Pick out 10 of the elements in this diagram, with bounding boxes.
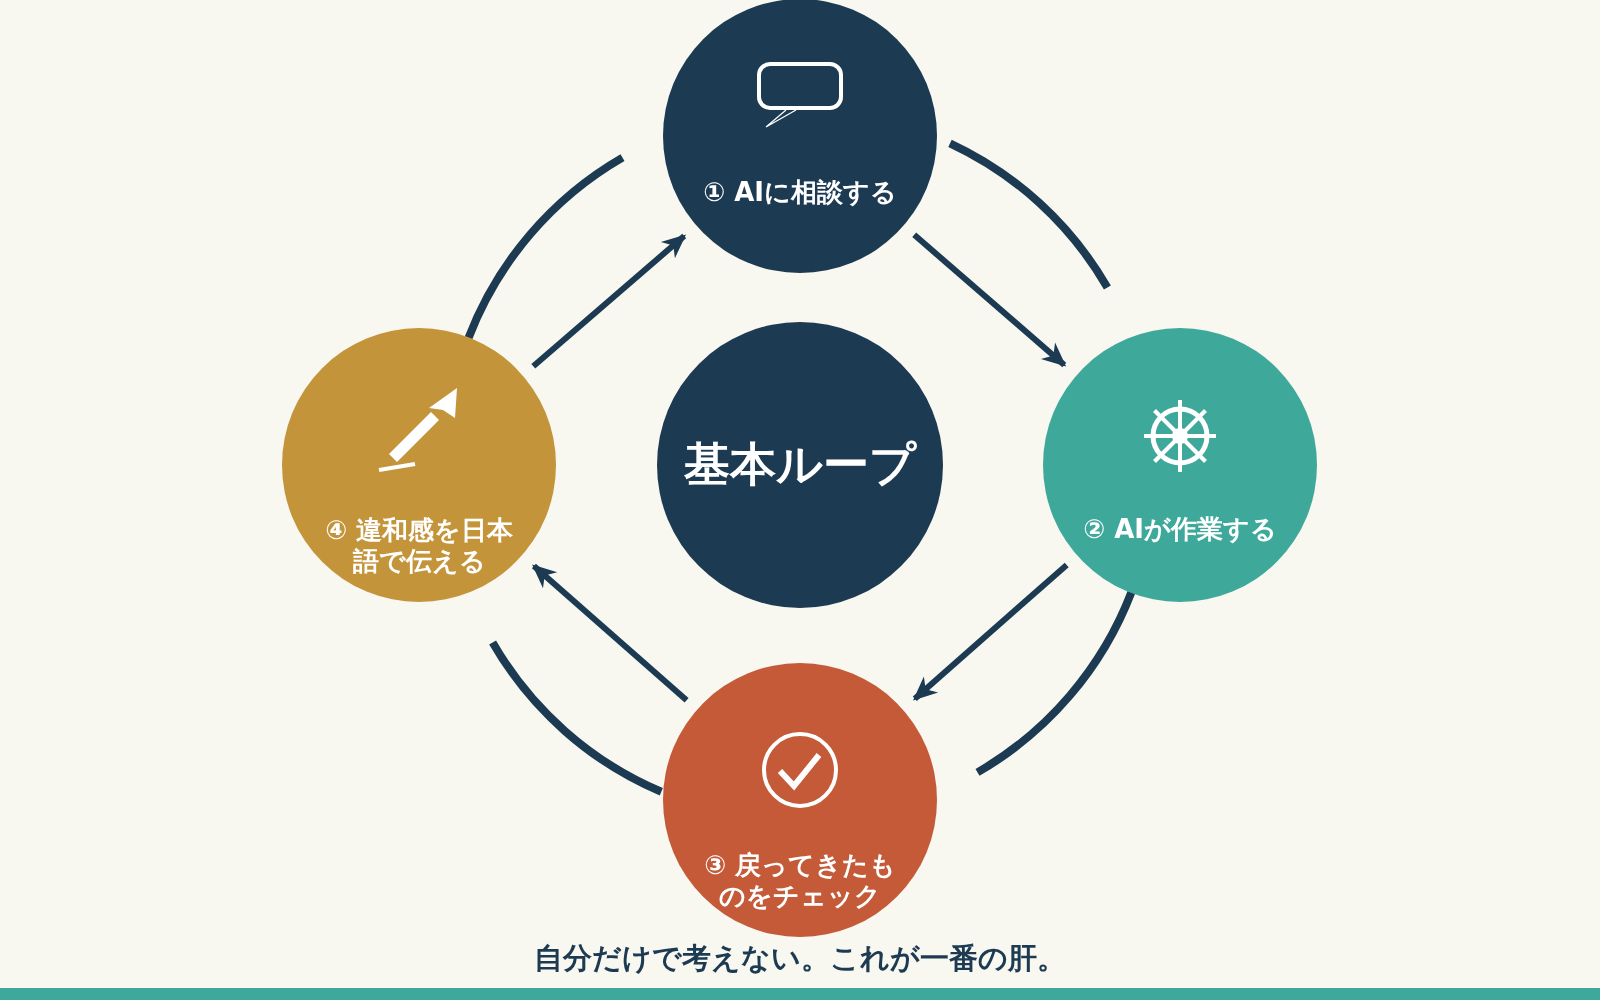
step-label: ① AIに相談する — [703, 177, 897, 208]
arrow — [531, 233, 687, 369]
arrow — [531, 563, 689, 703]
step-label: ③ 戻ってきたものをチェック — [702, 850, 898, 912]
step-label: ④ 違和感を日本語で伝える — [323, 515, 515, 577]
step-label: ② AIが作業する — [1083, 514, 1277, 545]
arrow — [912, 562, 1069, 702]
center-title: 基本ループ — [684, 436, 916, 494]
caption: 自分だけで考えない。これが一番の肝。 — [534, 940, 1066, 976]
arrow — [912, 232, 1067, 368]
